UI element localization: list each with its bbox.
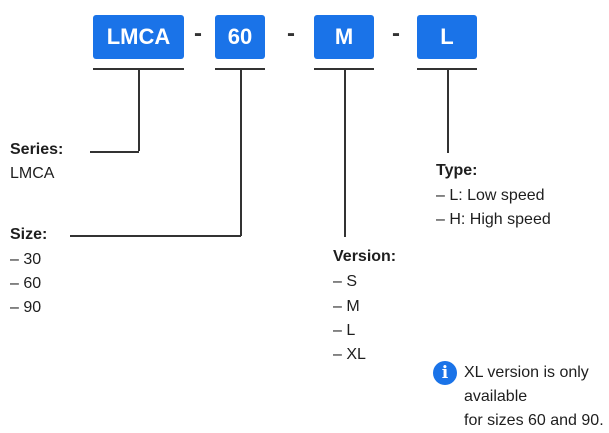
underline-type	[417, 68, 477, 70]
connector-type-vertical	[447, 70, 449, 153]
size-label: Size:	[10, 226, 48, 243]
size-item-90: – 90	[10, 299, 42, 316]
connector-version-vertical	[344, 70, 346, 237]
connector-size-horizontal	[70, 235, 241, 237]
version-label: Version:	[333, 248, 397, 265]
size-item-60: – 60	[10, 275, 42, 292]
connector-series-vertical	[138, 70, 140, 151]
code-box-size: 60	[215, 15, 265, 59]
underline-series	[93, 68, 184, 70]
underline-version	[314, 68, 374, 70]
version-item-xl: – XL	[333, 346, 366, 363]
size-item-30: – 30	[10, 251, 42, 268]
connector-size-vertical	[240, 70, 242, 236]
info-icon: i	[433, 361, 457, 385]
code-box-type: L	[417, 15, 477, 59]
code-box-version: M	[314, 15, 374, 59]
note-line-1: XL version is only available	[464, 364, 589, 405]
xl-availability-note: XL version is only available for sizes 6…	[464, 361, 609, 433]
series-label: Series:	[10, 141, 64, 158]
version-item-s: – S	[333, 273, 358, 290]
underline-size	[215, 68, 265, 70]
type-label: Type:	[436, 162, 478, 179]
series-item: LMCA	[10, 165, 55, 182]
connector-series-horizontal	[90, 151, 139, 153]
version-item-l: – L	[333, 322, 356, 339]
type-item-high: – H: High speed	[436, 211, 551, 228]
separator-3: -	[392, 20, 400, 47]
version-item-m: – M	[333, 298, 360, 315]
code-box-series: LMCA	[93, 15, 184, 59]
note-line-2: for sizes 60 and 90.	[464, 412, 604, 429]
separator-2: -	[287, 20, 295, 47]
type-item-low: – L: Low speed	[436, 187, 545, 204]
separator-1: -	[194, 20, 202, 47]
